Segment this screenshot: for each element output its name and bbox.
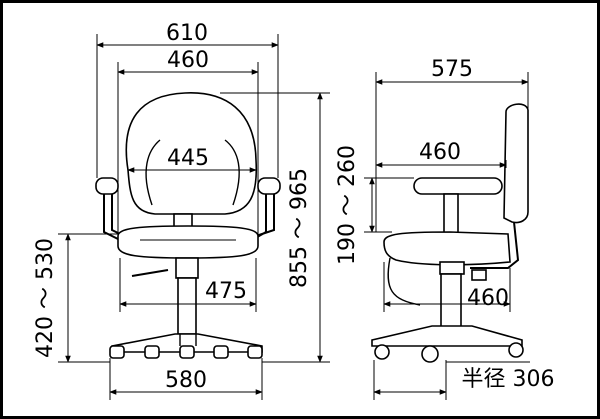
label-seat-depth-front: 475	[205, 279, 247, 304]
label-overall-width: 610	[166, 21, 208, 46]
front-backrest	[125, 92, 258, 215]
side-dimensions	[364, 72, 530, 400]
label-backrest-width: 460	[167, 48, 209, 73]
front-left-armrest	[95, 177, 119, 195]
label-overall-height-range: 855 ～ 965	[287, 168, 312, 288]
front-right-armrest	[257, 177, 281, 195]
label-armrest-depth: 460	[419, 140, 461, 165]
label-armrest-height-range: 190 ～ 260	[335, 145, 360, 265]
side-seat	[383, 231, 511, 266]
side-base	[371, 325, 523, 347]
side-armrest	[413, 177, 503, 195]
front-dimensions	[58, 34, 330, 400]
label-backrest-inner-width: 445	[167, 146, 209, 171]
side-view-chair	[371, 103, 529, 363]
label-seat-height-range: 420 ～ 530	[33, 238, 58, 358]
label-overall-depth: 575	[431, 57, 473, 82]
front-seat	[117, 225, 259, 259]
label-base-radius: 半径 306	[462, 367, 555, 392]
label-seat-depth-side: 460	[467, 286, 509, 311]
side-backrest	[503, 103, 529, 224]
front-view-chair	[95, 92, 281, 359]
label-base-width: 580	[165, 368, 207, 393]
